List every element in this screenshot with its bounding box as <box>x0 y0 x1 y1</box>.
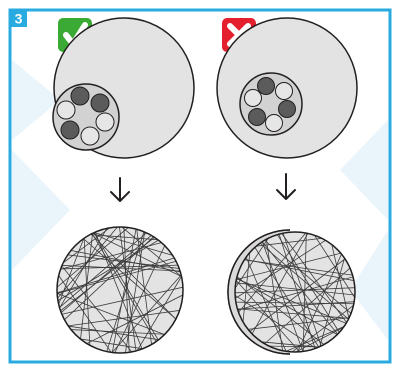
fiber-line <box>249 232 311 338</box>
fiber-line <box>88 230 180 323</box>
fiber-line <box>57 256 179 295</box>
fiber-line <box>65 328 171 335</box>
fiber-line <box>57 229 151 311</box>
fiber-line <box>116 227 183 281</box>
fiber-line <box>235 251 346 282</box>
fiber-line <box>57 227 122 303</box>
fiber-line <box>274 232 342 337</box>
fiber-line <box>57 264 183 272</box>
arrow-down-icon <box>110 177 130 202</box>
fiber-line <box>88 230 183 280</box>
fiber-line <box>63 309 183 327</box>
core-bundle-incorrect <box>239 72 303 136</box>
fiber-line <box>235 308 354 320</box>
fiber-line <box>62 324 165 341</box>
fiber-line <box>105 227 146 353</box>
fiber-line <box>235 275 342 337</box>
fiber-line <box>256 240 352 323</box>
fiber-line <box>235 232 273 295</box>
panel-incorrect <box>216 17 358 355</box>
fiber-line <box>111 227 138 353</box>
fiber-line <box>61 233 157 323</box>
fiber-line <box>235 232 310 316</box>
fiber-line <box>277 232 317 352</box>
fiber-line <box>93 228 144 353</box>
fiber-line <box>57 232 155 316</box>
fiber-line <box>288 323 351 352</box>
fiber-line <box>235 276 304 352</box>
fiber-line <box>235 237 330 302</box>
step-badge: 3 <box>10 10 27 27</box>
fiber-line <box>235 282 355 296</box>
fiber-line <box>57 227 117 268</box>
fiber-disc-correct <box>56 226 184 354</box>
fiber-line <box>57 227 133 291</box>
fiber-line <box>72 337 151 351</box>
step-number: 3 <box>15 11 23 27</box>
fiber-line <box>57 231 87 311</box>
fiber-disc-incorrect <box>227 229 356 355</box>
fiber-line <box>118 227 137 353</box>
fiber-line <box>261 237 355 317</box>
fiber-line <box>295 249 344 352</box>
fiber-line <box>235 301 355 305</box>
core-bundle-correct <box>52 83 120 151</box>
background-watermark <box>12 60 388 340</box>
fiber-line <box>244 252 289 352</box>
fiber-line <box>82 292 183 347</box>
fiber-line <box>279 323 351 352</box>
fiber-line <box>57 270 115 353</box>
arrow-down-icon <box>276 173 296 200</box>
fiber-line <box>57 259 181 295</box>
fiber-line <box>242 246 251 329</box>
fiber-line <box>243 316 354 331</box>
fiber-line <box>260 345 328 348</box>
fiber-line <box>108 271 183 353</box>
fiber-line <box>265 235 284 352</box>
fiber-line <box>57 237 163 304</box>
fiber-line <box>91 228 161 344</box>
fiber-line <box>83 233 91 351</box>
fiber-line <box>246 256 349 335</box>
fiber-line <box>235 275 355 312</box>
fiber-line <box>235 273 328 348</box>
fiber-line <box>252 243 322 351</box>
fiber-line <box>302 232 307 352</box>
fiber-line <box>58 262 135 353</box>
panel-correct <box>52 17 195 354</box>
fiber-line <box>89 229 159 346</box>
fiber-line <box>235 287 355 294</box>
fiber-line <box>112 241 167 353</box>
